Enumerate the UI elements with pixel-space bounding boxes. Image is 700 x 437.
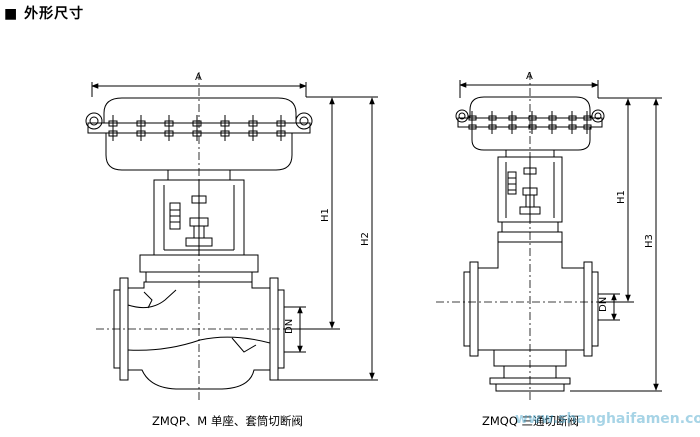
- square-bullet-icon: ■: [4, 6, 19, 22]
- dim-h2-left: H2: [360, 232, 371, 246]
- dim-h1-right: H1: [616, 190, 627, 204]
- single-seat-valve-drawing: [85, 72, 378, 400]
- three-way-valve-drawing: [436, 72, 662, 400]
- page-title: ■ 外形尺寸: [4, 3, 84, 23]
- caption-three-way-valve: ZMQQ 三通切断阀: [482, 414, 580, 428]
- dim-a-left: A: [195, 72, 202, 83]
- dim-dn-left: DN: [284, 319, 295, 334]
- dim-dn-right: DN: [598, 297, 609, 312]
- page-title-text: 外形尺寸: [24, 6, 85, 22]
- dim-a-right: A: [526, 71, 533, 82]
- caption-single-seat-valve: ZMQP、M 单座、套筒切断阀: [152, 414, 303, 428]
- dim-h1-left: H1: [320, 208, 331, 222]
- dim-h3-right: H3: [644, 234, 655, 248]
- watermark: www.shanghaifamen.com: [515, 411, 700, 427]
